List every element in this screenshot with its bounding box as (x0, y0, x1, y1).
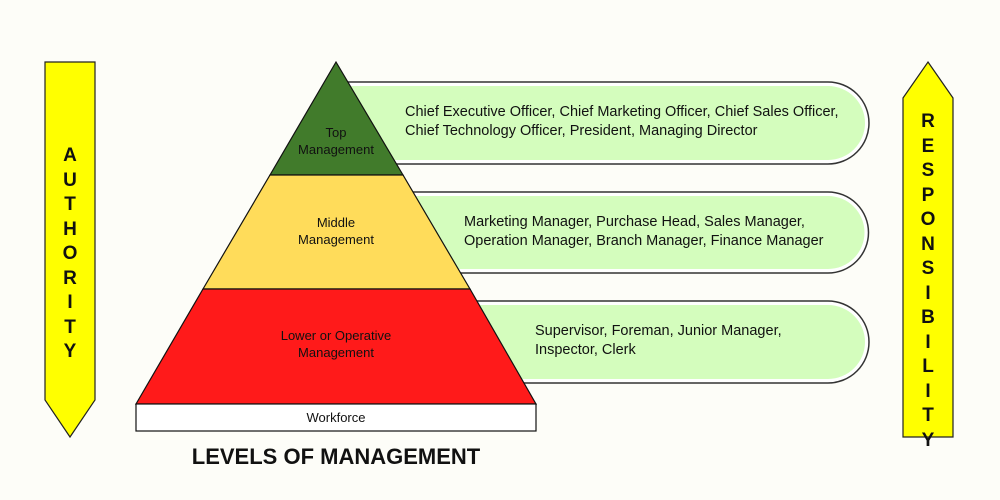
letter: R (921, 111, 935, 132)
letter: U (63, 169, 77, 191)
letter: I (925, 282, 931, 304)
letter: P (921, 184, 935, 206)
letter: S (921, 160, 935, 181)
letter: O (920, 209, 936, 230)
letter: N (921, 233, 935, 255)
pill-middle (329, 191, 870, 274)
workforce-label: Workforce (306, 410, 366, 425)
letter: B (921, 307, 935, 328)
pill-top (329, 81, 870, 165)
letter: A (63, 145, 77, 166)
letter: H (63, 218, 77, 240)
letter: O (62, 243, 78, 264)
letter: I (925, 380, 931, 402)
letter: Y (63, 341, 77, 362)
letter: I (925, 331, 931, 353)
letter: E (921, 135, 935, 157)
letter: T (64, 194, 76, 215)
roles-lower: Supervisor, Foreman, Junior Manager,Insp… (535, 323, 782, 358)
authority-arrow-icon (44, 61, 96, 439)
pyramid-base-workforce (135, 403, 537, 432)
responsibility-arrow-icon (902, 60, 954, 438)
letter: T (64, 316, 76, 338)
letter: Y (921, 429, 935, 451)
letter: T (922, 405, 934, 426)
letter: L (922, 356, 934, 377)
letter: R (63, 267, 77, 289)
roles-top: Chief Executive Officer, Chief Marketing… (405, 104, 839, 139)
diagram-title: LEVELS OF MANAGEMENT (191, 444, 481, 469)
letter: S (921, 258, 935, 279)
letter: I (67, 292, 73, 313)
roles-middle: Marketing Manager, Purchase Head, Sales … (464, 214, 824, 249)
